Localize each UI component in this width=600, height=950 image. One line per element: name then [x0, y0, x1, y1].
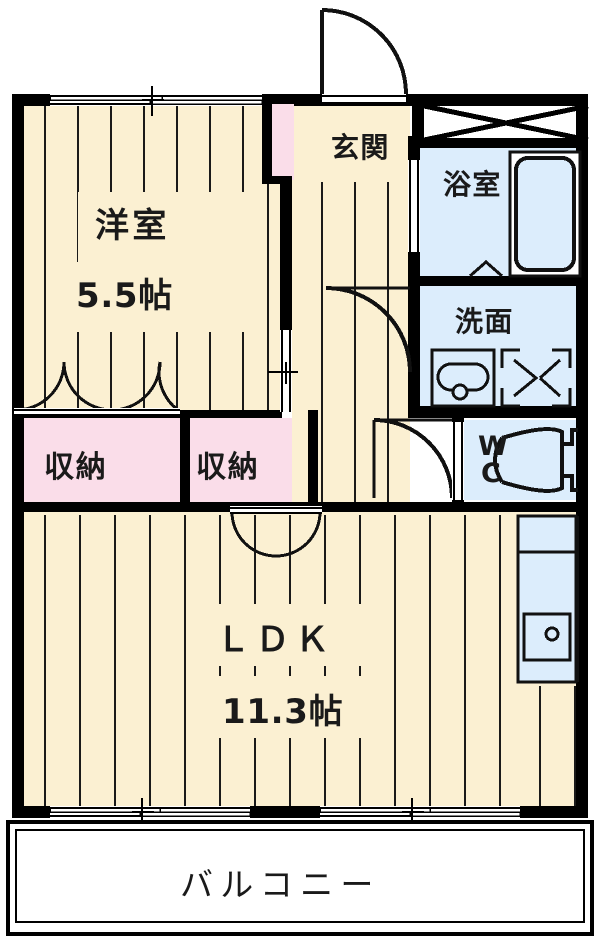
bath-threshold: [469, 260, 503, 278]
ldk-sliding-window-right[interactable]: [319, 798, 521, 828]
bath-label-line1: 浴室: [443, 168, 502, 201]
closet-left-fill: [12, 418, 180, 506]
closet-left-folding-doors[interactable]: [14, 361, 180, 416]
toilet-label-w: W: [478, 431, 508, 462]
entrance-floor: [292, 100, 410, 178]
wall-left: [12, 94, 24, 818]
balcony-outline: [6, 820, 594, 936]
entrance-label: 玄関: [331, 131, 390, 164]
wall-closet-divider: [180, 410, 190, 510]
washing-machine-space-icon: [500, 348, 572, 408]
washroom-door-swing[interactable]: [325, 286, 412, 373]
wall-bedroom-right: [262, 94, 274, 184]
bedroom-area-label: 5.5帖: [76, 276, 173, 316]
toilet-icon: [493, 427, 578, 493]
bedroom-sliding-window[interactable]: [49, 86, 263, 116]
bathtub-icon: [508, 150, 582, 278]
label-backing: [62, 192, 390, 738]
wall-top-right: [412, 94, 588, 106]
wall-washroom-wc: [408, 406, 588, 418]
ldk-sliding-window-left[interactable]: [49, 798, 251, 828]
kitchen-sink-icon: [516, 514, 579, 684]
closet-left-label: 収納: [44, 450, 108, 485]
washbasin-icon: [430, 348, 496, 408]
bath-door[interactable]: [408, 160, 420, 252]
wall-bath-washroom: [408, 276, 588, 286]
ldk-name-label: ＬＤＫ: [216, 620, 335, 660]
ldk-door-swing[interactable]: [372, 418, 454, 508]
bedroom-sliding-door[interactable]: [268, 330, 298, 412]
balcony-label: バルコニー: [180, 865, 381, 904]
door-swings[interactable]: [14, 8, 464, 558]
wall-closet-bottom: [12, 502, 318, 512]
bedroom-name-label: 洋室: [95, 206, 170, 246]
fixtures: [272, 104, 582, 684]
wall-closet-right: [308, 410, 318, 512]
shoe-cabinet: [272, 104, 294, 176]
washroom-label: 洗面: [455, 305, 514, 338]
toilet-label-c: C: [481, 458, 501, 489]
wall-ps-bottom: [412, 136, 588, 148]
closet-right-folding-doors[interactable]: [230, 506, 322, 558]
wall-ps-left: [412, 94, 424, 148]
entrance-door-swing[interactable]: [320, 8, 408, 104]
closet-right-label: 収納: [196, 450, 260, 485]
toilet-door-swing[interactable]: [452, 422, 464, 500]
ldk-area-label: 11.3帖: [222, 692, 344, 732]
openings[interactable]: [49, 86, 521, 828]
pipe-shaft-void: [423, 103, 589, 143]
